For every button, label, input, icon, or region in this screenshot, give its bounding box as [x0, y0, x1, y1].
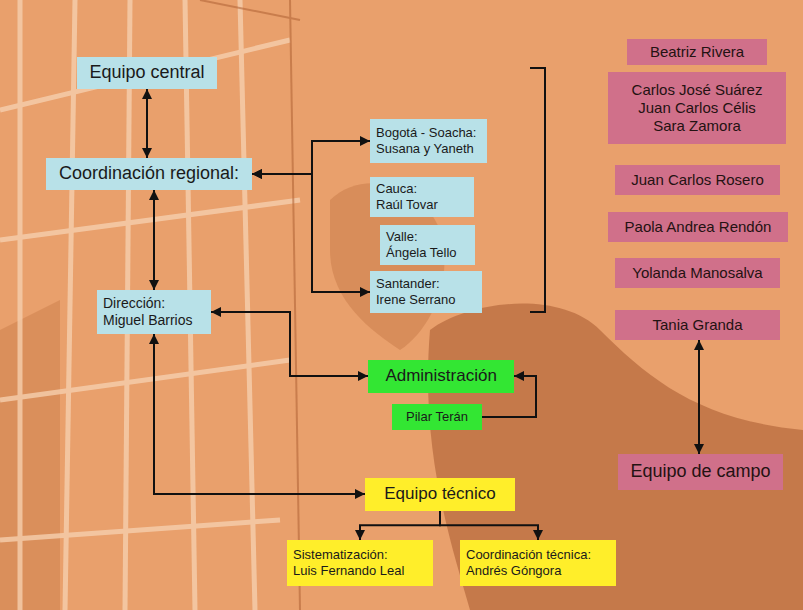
- cage-bars: [0, 0, 300, 610]
- connector-arrow: [252, 174, 370, 292]
- group-bracket: [530, 68, 545, 312]
- connector-arrow: [154, 334, 365, 494]
- tech-member-box: Coordinación técnica: Andrés Góngora: [460, 540, 616, 586]
- direction-box: Dirección: Miguel Barrios: [97, 290, 211, 334]
- connector-arrow: [360, 511, 440, 541]
- cage-wire: [200, 0, 300, 20]
- box-label: Dirección: Miguel Barrios: [103, 295, 193, 329]
- field-member-box: Tania Granda: [615, 310, 780, 340]
- field-member-box: Beatriz Rivera: [627, 39, 767, 65]
- box-label: Tania Granda: [652, 316, 742, 334]
- field-member-box: Carlos José Suárez Juan Carlos Célis Sar…: [608, 72, 786, 144]
- region-box: Coordinación regional:: [46, 158, 252, 190]
- admin-box: Administración: [368, 360, 514, 393]
- box-label: Equipo técnico: [384, 484, 496, 504]
- box-label: Coordinación técnica: Andrés Góngora: [466, 547, 591, 578]
- connector-arrow: [153, 190, 155, 290]
- connector-arrow: [211, 312, 368, 376]
- cage-bar: [0, 520, 280, 540]
- tech-box: Equipo técnico: [365, 478, 515, 511]
- cage-bar: [0, 200, 300, 240]
- cage-wires: [200, 0, 300, 610]
- cage-wire: [290, 0, 300, 610]
- box-label: Sistematización: Luis Fernando Leal: [293, 547, 405, 578]
- connector-arrow: [698, 340, 700, 454]
- box-label: Valle: Ángela Tello: [386, 229, 457, 260]
- team-box: Equipo de campo: [618, 454, 783, 490]
- box-label: Santander: Irene Serrano: [376, 276, 456, 307]
- cage-bar: [240, 0, 255, 610]
- figure-shadow: [428, 304, 803, 610]
- box-label: Juan Carlos Rosero: [631, 171, 764, 189]
- field-member-box: Paola Andrea Rendón: [608, 212, 788, 242]
- box-label: Pilar Terán: [406, 409, 468, 425]
- cage-bar: [0, 360, 290, 400]
- box-label: Yolanda Manosalva: [632, 264, 763, 282]
- box-label: Administración: [385, 366, 496, 386]
- box-label: Equipo central: [89, 62, 204, 84]
- box-label: Coordinación regional:: [59, 163, 239, 185]
- region-member-box: Santander: Irene Serrano: [370, 271, 482, 313]
- cage-bar: [0, 40, 290, 110]
- cage-bar: [18, 0, 23, 610]
- box-label: Beatriz Rivera: [650, 43, 745, 61]
- box-label: Cauca: Raúl Tovar: [376, 181, 438, 212]
- box-label: Paola Andrea Rendón: [625, 218, 772, 236]
- tech-member-box: Sistematización: Luis Fernando Leal: [287, 540, 433, 586]
- region-member-box: Cauca: Raúl Tovar: [370, 177, 474, 217]
- region-member-box: Valle: Ángela Tello: [380, 225, 475, 265]
- connector-arrow: [440, 511, 538, 541]
- team-box: Equipo central: [77, 57, 217, 89]
- admin-member-box: Pilar Terán: [392, 404, 482, 430]
- connector-arrow: [252, 141, 370, 174]
- field-member-box: Yolanda Manosalva: [615, 258, 780, 288]
- box-label: Equipo de campo: [630, 461, 770, 483]
- field-member-box: Juan Carlos Rosero: [615, 165, 780, 195]
- connector-arrow: [146, 89, 148, 158]
- cage-shadow: [0, 300, 60, 610]
- box-label: Bogotá - Soacha: Susana y Yaneth: [376, 125, 477, 156]
- box-label: Carlos José Suárez Juan Carlos Célis Sar…: [632, 81, 763, 135]
- region-member-box: Bogotá - Soacha: Susana y Yaneth: [370, 119, 487, 163]
